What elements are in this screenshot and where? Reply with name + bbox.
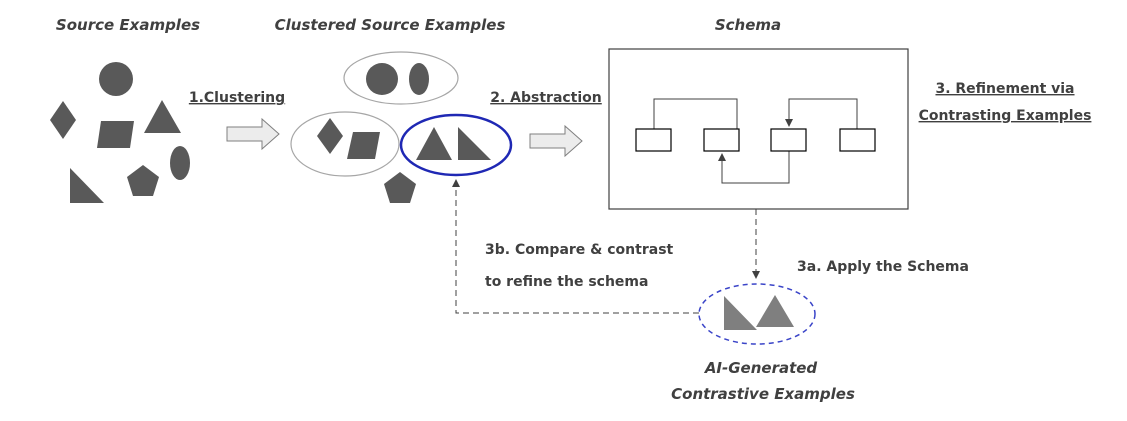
triangle-shape: [144, 100, 181, 133]
cluster-circle-shape: [366, 63, 398, 95]
ai-generated-title-line1: AI-Generated: [704, 359, 818, 377]
schema-node-3: [770, 128, 807, 152]
cluster-diamond-shape: [317, 118, 343, 154]
apply-schema-label: 3a. Apply the Schema: [797, 259, 969, 275]
compare-contrast-arrow: [452, 179, 699, 314]
refinement-step-label-line1: 3. Refinement via: [935, 81, 1074, 97]
pentagon-shape: [127, 165, 159, 196]
ellipse-shape: [170, 146, 190, 180]
cluster-parallelogram-shape: [347, 132, 380, 159]
schema-title: Schema: [715, 16, 781, 34]
cluster-angular-ellipse: [290, 111, 400, 177]
compare-contrast-label-line1: 3b. Compare & contrast: [485, 242, 674, 258]
cluster-triangles-ellipse: [399, 113, 513, 177]
source-examples-group: [50, 62, 190, 203]
parallelogram-shape: [97, 121, 134, 148]
cluster-round-ellipse: [343, 51, 459, 105]
abstraction-arrow: [529, 124, 583, 158]
refinement-step-label-line2: Contrasting Examples: [919, 108, 1092, 124]
ai-generated-title-line2: Contrastive Examples: [671, 385, 855, 403]
schema-connector-1: [653, 98, 738, 129]
schema-connector-2: [785, 98, 858, 129]
cluster-right-triangle-shape: [458, 127, 491, 160]
contrastive-triangle-shape: [756, 295, 794, 327]
schema-node-4: [839, 128, 876, 152]
diamond-shape: [50, 101, 76, 139]
cluster-pentagon-shape: [384, 172, 416, 203]
right-triangle-shape: [70, 168, 104, 203]
clustering-arrow: [226, 117, 280, 151]
circle-shape: [99, 62, 133, 96]
cluster-triangle-shape: [416, 127, 452, 160]
source-examples-title: Source Examples: [56, 16, 200, 34]
clustered-source-examples-title: Clustered Source Examples: [275, 16, 506, 34]
schema-node-1: [635, 128, 672, 152]
schema-connector-3: [718, 151, 790, 184]
clustering-step-label: 1.Clustering: [189, 90, 285, 106]
abstraction-step-label: 2. Abstraction: [490, 90, 602, 106]
schema-node-2: [703, 128, 740, 152]
contrastive-right-triangle-shape: [724, 296, 757, 330]
compare-contrast-label-line2: to refine the schema: [485, 274, 648, 290]
cluster-ellipse-shape: [409, 63, 429, 95]
contrastive-examples-ellipse: [698, 283, 816, 345]
